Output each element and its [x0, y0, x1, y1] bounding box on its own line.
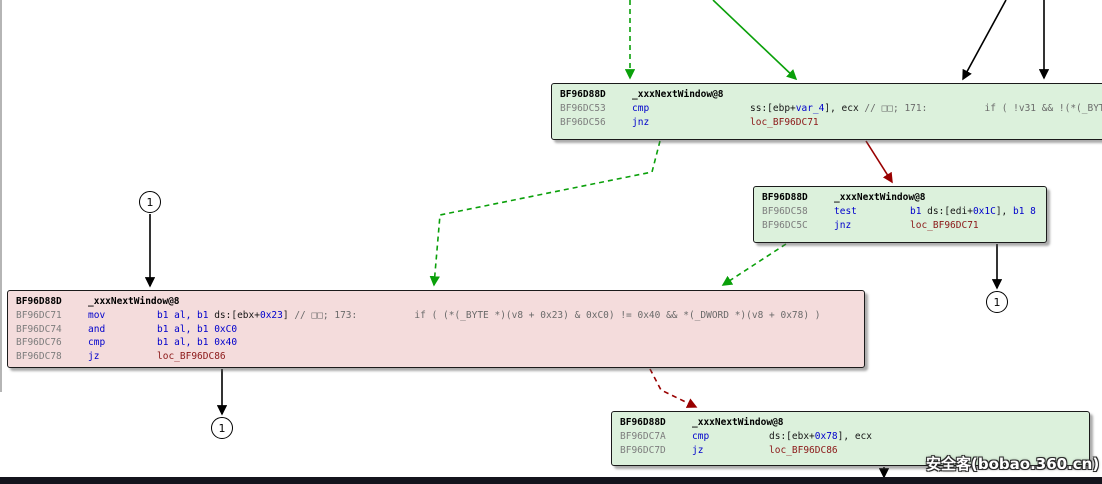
node-ref-1-right[interactable]: 1	[986, 291, 1008, 313]
asm-line: BF96DC5C jnz loc_BF96DC71	[762, 219, 1038, 233]
asm-text: BF96DC53	[560, 102, 606, 114]
asm-text: BF96DC76	[16, 337, 62, 349]
node-ref-1-bottom[interactable]: 1	[211, 417, 233, 439]
window-bottom-edge	[0, 477, 1102, 484]
asm-text: BF96DC56	[560, 116, 606, 128]
asm-line: BF96DC7D jz loc_BF96DC86	[620, 444, 1081, 458]
asm-text: ],	[995, 205, 1013, 217]
asm-text: cmp	[88, 337, 106, 349]
asm-text: ds:[ebx+	[769, 430, 815, 442]
asm-line: BF96DC78 jz loc_BF96DC86	[16, 350, 856, 364]
asm-text: jz	[88, 351, 100, 363]
asm-text: 0x78	[814, 430, 838, 442]
asm-text: jnz	[632, 116, 650, 128]
asm-text: jnz	[834, 219, 852, 231]
asm-text: BF96D88D	[762, 192, 808, 203]
asm-text: ]	[282, 309, 295, 321]
watermark: 安全客(bobao.360.cn)	[926, 455, 1100, 473]
asm-text: ds:[ebx+	[214, 309, 260, 321]
block-header: BF96D88D _xxxNextWindow@8	[16, 295, 856, 309]
asm-text: b1 al, b1 0x40	[157, 337, 238, 349]
block-header: BF96D88D _xxxNextWindow@8	[762, 191, 1038, 205]
asm-text: 0x1C	[972, 205, 996, 217]
asm-text: b1 8	[1013, 205, 1036, 217]
asm-text: ds:[edi+	[927, 205, 973, 217]
asm-text: b1	[910, 205, 928, 217]
circle-label: 1	[146, 195, 154, 209]
asm-text: loc_BF96DC86	[769, 444, 838, 456]
edge-b3-fallthrough-to-b4	[649, 368, 698, 408]
asm-text: ss:[ebp+	[750, 102, 796, 114]
circle-label: 1	[218, 421, 226, 435]
asm-text: loc_BF96DC71	[750, 116, 819, 128]
asm-text: var_4	[795, 102, 825, 114]
asm-text: cmp	[632, 102, 650, 114]
asm-text: // □□; 173: if ( (*(_BYTE *)(v8 + 0x23) …	[294, 309, 821, 321]
asm-text: // □□; 171: if ( !v31 && !(*(_BYTE *)(v	[864, 102, 1102, 114]
asm-text: b1 al, b1 0xC0	[157, 323, 238, 335]
asm-text: loc_BF96DC86	[157, 351, 226, 363]
asm-text: BF96D88D	[16, 296, 62, 307]
edge-top-to-b1-black	[962, 0, 1007, 81]
asm-line: BF96DC74 and b1 al, b1 0xC0	[16, 323, 856, 337]
asm-text: mov	[88, 309, 106, 321]
asm-text: _xxxNextWindow@8	[834, 192, 926, 203]
block-header: BF96D88D _xxxNextWindow@8	[560, 88, 1102, 102]
asm-line: BF96DC76 cmp b1 al, b1 0x40	[16, 336, 856, 350]
asm-text: 0x23	[259, 309, 283, 321]
asm-text: BF96DC78	[16, 351, 62, 363]
block-header: BF96D88D _xxxNextWindow@8	[620, 416, 1081, 430]
window-left-border	[0, 0, 2, 392]
asm-text: BF96D88D	[560, 89, 606, 100]
asm-line: BF96DC7A cmp ds:[ebx+0x78], ecx	[620, 430, 1081, 444]
node-ref-1-top[interactable]: 1	[139, 191, 161, 213]
asm-text: ], ecx	[824, 102, 865, 114]
edge-top-to-b1-green	[712, 0, 798, 81]
edge-b1-taken-to-b3	[429, 140, 661, 287]
asm-text: _xxxNextWindow@8	[88, 296, 180, 307]
asm-line: BF96DC58 test b1 ds:[edi+0x1C], b1 8	[762, 205, 1038, 219]
asm-line: BF96DC56 jnz loc_BF96DC71	[560, 116, 1102, 130]
circle-label: 1	[993, 295, 1001, 309]
edge-b1-fallthrough-to-b2	[865, 140, 893, 184]
asm-text: _xxxNextWindow@8	[692, 417, 784, 428]
asm-text: b1 al, b1	[157, 309, 215, 321]
asm-text: cmp	[692, 430, 710, 442]
asm-text: BF96DC7D	[620, 444, 666, 456]
asm-line: BF96DC71 mov b1 al, b1 ds:[ebx+0x23] // □□…	[16, 309, 856, 323]
asm-text: BF96DC5C	[762, 219, 808, 231]
asm-text: ], ecx	[837, 430, 872, 442]
asm-text: BF96DC71	[16, 309, 62, 321]
asm-text: BF96D88D	[620, 417, 666, 428]
edge-b2-taken-to-b3	[721, 243, 787, 286]
asm-text: BF96DC7A	[620, 430, 666, 442]
asm-text: test	[834, 205, 857, 217]
asm-text: and	[88, 323, 106, 335]
asm-text: BF96DC58	[762, 205, 808, 217]
asm-text: BF96DC74	[16, 323, 62, 335]
asm-text: _xxxNextWindow@8	[632, 89, 724, 100]
asm-line: BF96DC53 cmp ss:[ebp+var_4], ecx // □□; 17…	[560, 102, 1102, 116]
asm-text: jz	[692, 444, 704, 456]
asm-text: loc_BF96DC71	[910, 219, 979, 231]
